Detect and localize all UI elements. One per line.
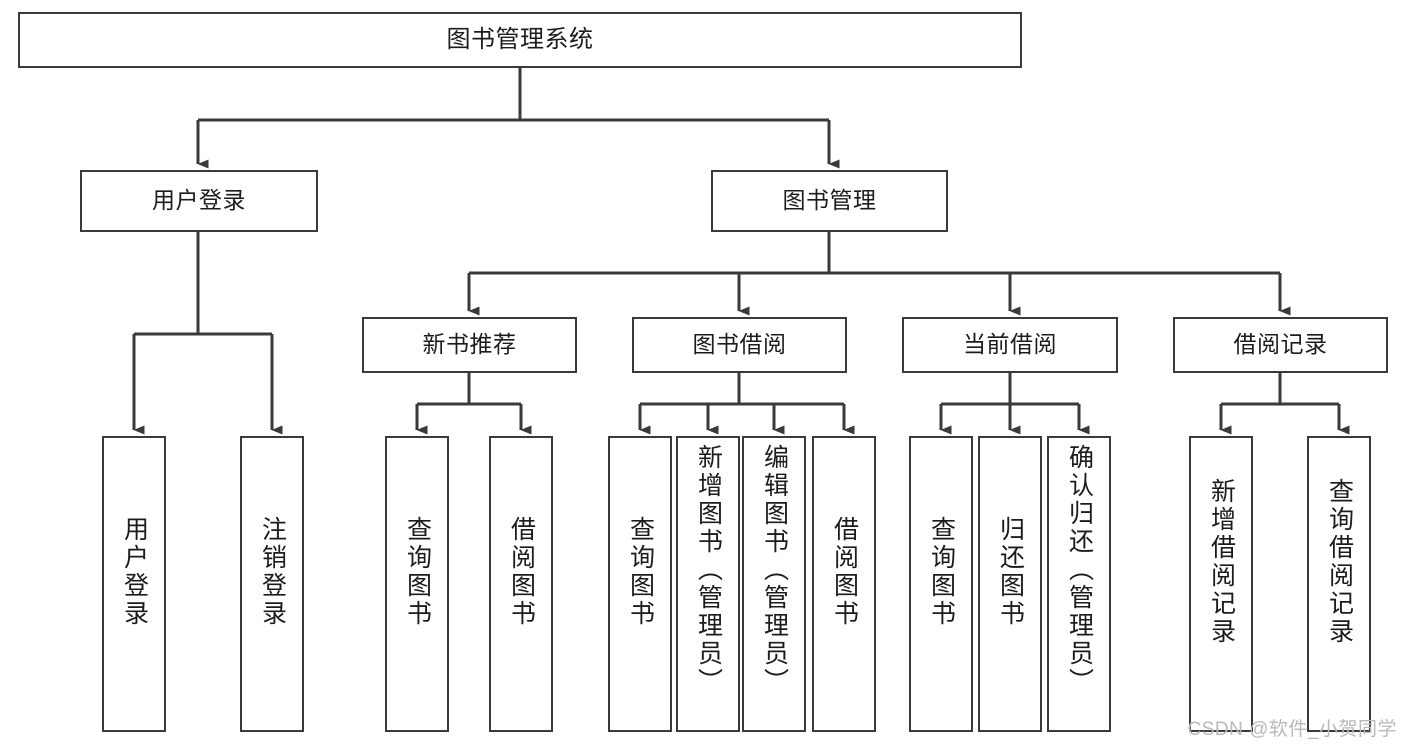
node-user-login[interactable]: 用户登录 — [80, 170, 318, 232]
node-leaf-query-book-2[interactable]: 查询图书 — [608, 436, 672, 732]
node-label: 查询图书 — [626, 516, 655, 628]
node-leaf-query-book-3[interactable]: 查询图书 — [909, 436, 973, 732]
node-leaf-logout-login[interactable]: 注销登录 — [240, 436, 304, 732]
node-label: 当前借阅 — [963, 331, 1057, 358]
node-leaf-edit-book[interactable]: 编辑图书（管理员） — [742, 436, 806, 732]
node-leaf-return-book[interactable]: 归还图书 — [978, 436, 1042, 732]
node-leaf-query-book-1[interactable]: 查询图书 — [385, 436, 449, 732]
node-label: 新书推荐 — [422, 331, 517, 358]
node-root-book-management-system[interactable]: 图书管理系统 — [18, 12, 1022, 68]
node-label: 新增图书（管理员） — [694, 444, 723, 696]
node-label: 查询借阅记录 — [1325, 478, 1354, 646]
node-label: 注销登录 — [258, 516, 287, 628]
node-label: 归还图书 — [996, 516, 1025, 628]
node-leaf-add-record[interactable]: 新增借阅记录 — [1189, 436, 1253, 732]
node-label: 图书管理系统 — [446, 25, 594, 53]
node-current-borrow[interactable]: 当前借阅 — [902, 317, 1118, 373]
csdn-watermark: CSDN @软件_小贺同学 — [1187, 719, 1397, 740]
node-book-management[interactable]: 图书管理 — [711, 170, 948, 232]
node-label: 查询图书 — [927, 516, 956, 628]
node-leaf-user-login[interactable]: 用户登录 — [102, 436, 166, 732]
node-leaf-confirm-return[interactable]: 确认归还（管理员） — [1047, 436, 1111, 732]
node-leaf-query-record[interactable]: 查询借阅记录 — [1307, 436, 1371, 732]
node-label: 借阅记录 — [1233, 331, 1328, 358]
node-label: 借阅图书 — [830, 516, 859, 628]
node-borrow-record[interactable]: 借阅记录 — [1173, 317, 1388, 373]
node-leaf-borrow-book-1[interactable]: 借阅图书 — [489, 436, 553, 732]
node-book-borrow[interactable]: 图书借阅 — [632, 317, 847, 373]
node-new-book-recommend[interactable]: 新书推荐 — [362, 317, 577, 373]
node-label: 确认归还（管理员） — [1065, 444, 1094, 696]
node-label: 新增借阅记录 — [1207, 478, 1236, 646]
node-label: 查询图书 — [403, 516, 432, 628]
node-label: 用户登录 — [120, 516, 149, 628]
node-leaf-borrow-book-2[interactable]: 借阅图书 — [812, 436, 876, 732]
node-label: 图书借阅 — [692, 331, 787, 358]
node-label: 编辑图书（管理员） — [760, 444, 789, 696]
node-label: 借阅图书 — [507, 516, 536, 628]
node-label: 用户登录 — [152, 187, 246, 214]
node-leaf-add-book[interactable]: 新增图书（管理员） — [676, 436, 740, 732]
node-label: 图书管理 — [782, 187, 877, 214]
